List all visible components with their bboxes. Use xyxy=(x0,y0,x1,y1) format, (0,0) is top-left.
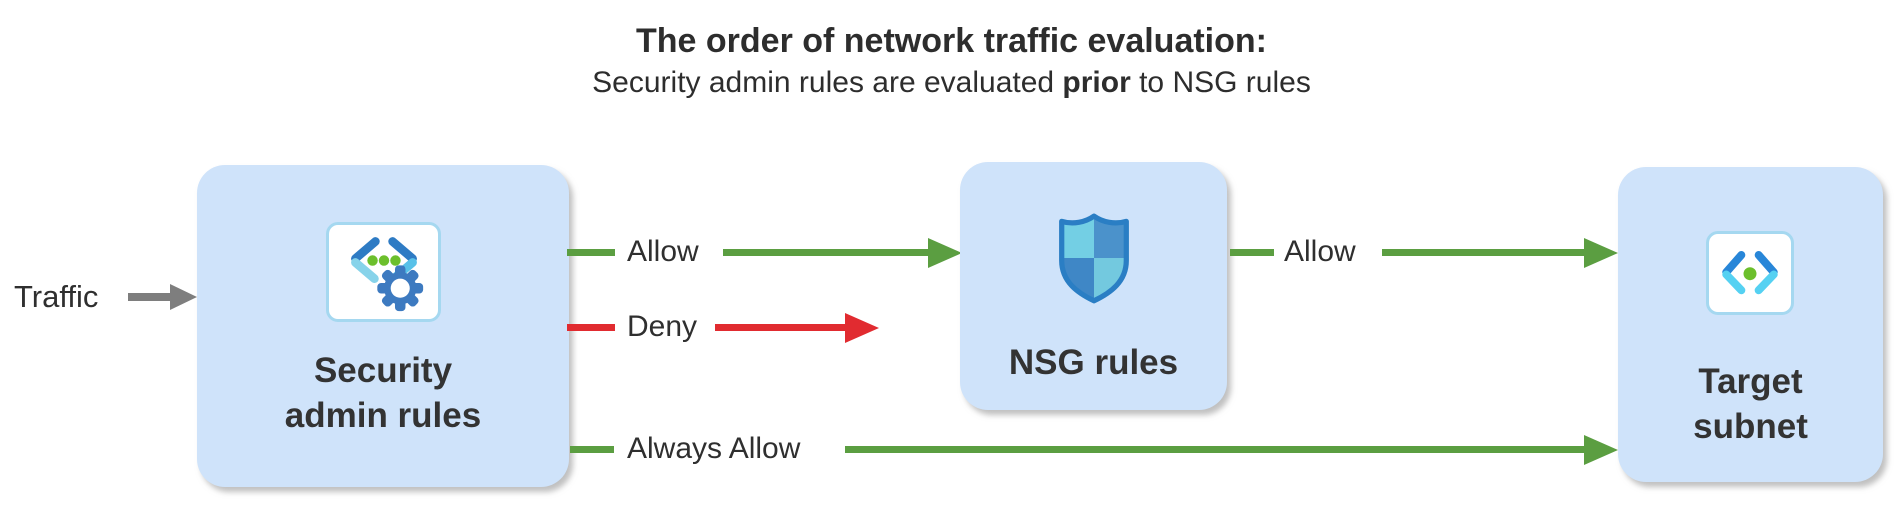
node-label-nsg: NSG rules xyxy=(1008,343,1179,382)
subtitle-suffix: to NSG rules xyxy=(1130,66,1311,99)
subtitle-bold-word: prior xyxy=(1062,66,1131,99)
always-allow-edge-label: Always Allow xyxy=(627,432,801,465)
deny-arrowhead-icon xyxy=(845,313,879,343)
allow-edge-label: Allow xyxy=(1284,235,1356,268)
node-label-line: Security xyxy=(313,351,453,390)
deny-edge-line xyxy=(715,324,845,331)
allow-arrowhead-icon xyxy=(928,238,962,268)
shield-icon xyxy=(1050,210,1138,311)
traffic-arrow-line xyxy=(128,293,172,301)
node-label-security-admin: Security admin rules xyxy=(197,348,569,438)
code-gear-icon xyxy=(326,222,441,322)
node-label-line: Target xyxy=(1698,362,1803,401)
always-allow-arrowhead-icon xyxy=(1584,435,1618,465)
allow-edge-line xyxy=(723,249,928,256)
subtitle-prefix: Security admin rules are evaluated xyxy=(592,66,1063,99)
allow-arrowhead-icon xyxy=(1584,238,1618,268)
arrow-right-icon xyxy=(170,284,197,310)
deny-edge-label: Deny xyxy=(627,310,698,343)
node-nsg-rules: NSG rules xyxy=(960,162,1227,410)
traffic-label: Traffic xyxy=(14,279,99,314)
always-allow-edge-segment xyxy=(570,446,614,453)
code-dot-icon xyxy=(1706,231,1794,315)
node-security-admin-rules: Security admin rules xyxy=(197,165,569,487)
page-title: The order of network traffic evaluation: xyxy=(636,22,1267,60)
allow-edge-line xyxy=(1382,249,1584,256)
allow-edge-segment xyxy=(1230,249,1274,256)
allow-edge-label: Allow xyxy=(627,235,699,268)
deny-edge-segment xyxy=(567,324,615,331)
node-label-target: Target subnet xyxy=(1618,359,1883,449)
node-target-subnet: Target subnet xyxy=(1618,167,1883,482)
node-label-line: admin rules xyxy=(284,396,482,435)
page-subtitle: Security admin rules are evaluated prior… xyxy=(0,66,1903,100)
node-label-line: subnet xyxy=(1693,407,1808,446)
always-allow-edge-line xyxy=(845,446,1584,453)
allow-edge-segment xyxy=(567,249,615,256)
